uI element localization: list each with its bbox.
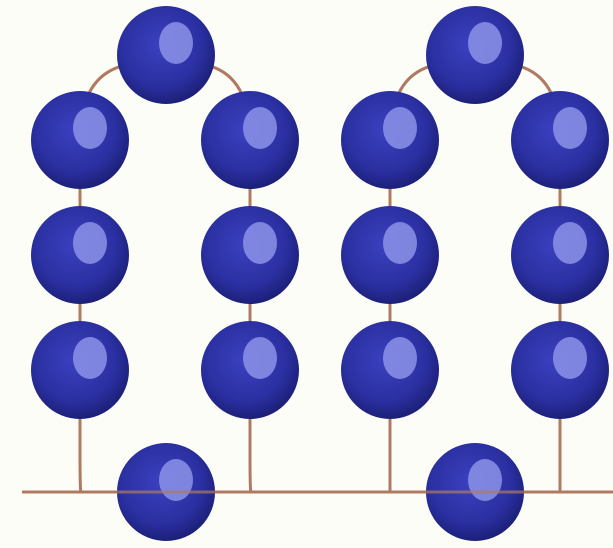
loop-1-bead-right-2 xyxy=(201,206,299,304)
beads-group xyxy=(22,6,613,541)
loop-2-bead-right-3 xyxy=(511,321,609,419)
loop-2-bead-left-3 xyxy=(341,321,439,419)
loop-1-bead-left-1 xyxy=(31,91,129,189)
loop-2-bead-left-1 xyxy=(341,91,439,189)
loop-1-bead-right-1 xyxy=(201,91,299,189)
loop-2-bead-right-1 xyxy=(511,91,609,189)
loop-1-bead-left-3 xyxy=(31,321,129,419)
loop-2-bead-right-2 xyxy=(511,206,609,304)
loop-1-bead-top xyxy=(117,6,215,104)
loop-1-bead-left-2 xyxy=(31,206,129,304)
loop-2-bead-top xyxy=(426,6,524,104)
loop-2-bead-left-2 xyxy=(341,206,439,304)
loop-1-bead-right-3 xyxy=(201,321,299,419)
chain-strands xyxy=(80,65,560,492)
